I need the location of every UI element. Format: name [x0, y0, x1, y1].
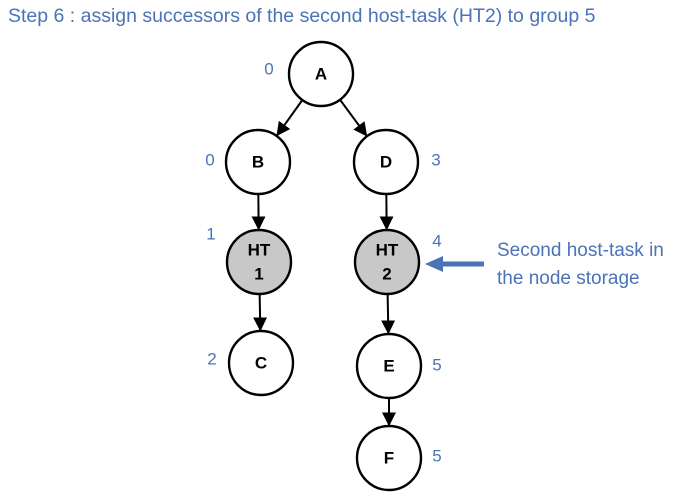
node-label: C [255, 353, 267, 372]
callout-text-line: Second host-task in [497, 240, 664, 261]
callout: Second host-task in the node storage [425, 240, 664, 289]
node-label: HT [248, 240, 271, 259]
node-label: F [384, 448, 394, 467]
node-circle [355, 424, 423, 492]
node-label: 1 [254, 264, 263, 283]
node-label: D [380, 152, 392, 171]
node-b: B0 [205, 128, 292, 196]
group-number-label: 0 [264, 59, 273, 78]
node-label: B [252, 152, 264, 171]
edge-a-to-d [339, 99, 368, 137]
group-number-label: 5 [432, 446, 441, 465]
node-circle [287, 40, 355, 108]
node-ht2: HT 2 4 [353, 228, 442, 296]
node-circle [224, 128, 292, 196]
group-number-label: 0 [205, 150, 214, 169]
node-circle [353, 228, 421, 296]
edge-a-to-b [276, 99, 304, 137]
group-number-label: 4 [432, 231, 441, 250]
edges-layer [251, 99, 396, 427]
diagram-title: Step 6 : assign successors of the second… [8, 5, 596, 27]
group-number-label: 3 [431, 150, 440, 169]
group-number-label: 1 [206, 224, 215, 243]
node-circle [355, 332, 423, 400]
callout-text-line: the node storage [497, 268, 640, 289]
callout-arrow-head [425, 256, 443, 272]
edge-ht1-to-c [253, 293, 268, 332]
node-circle [352, 128, 420, 196]
node-circle [225, 228, 293, 296]
group-number-label: 5 [432, 355, 441, 374]
node-circle [227, 329, 295, 397]
node-label: 2 [382, 264, 391, 283]
node-label: E [383, 356, 394, 375]
node-label: A [315, 64, 327, 83]
edge-ht2-to-e [381, 293, 396, 335]
node-label: HT [376, 240, 399, 259]
node-c: C2 [207, 329, 295, 397]
group-number-label: 2 [207, 349, 216, 368]
node-ht1: HT 1 1 [206, 224, 293, 296]
node-a: A0 [264, 40, 355, 108]
